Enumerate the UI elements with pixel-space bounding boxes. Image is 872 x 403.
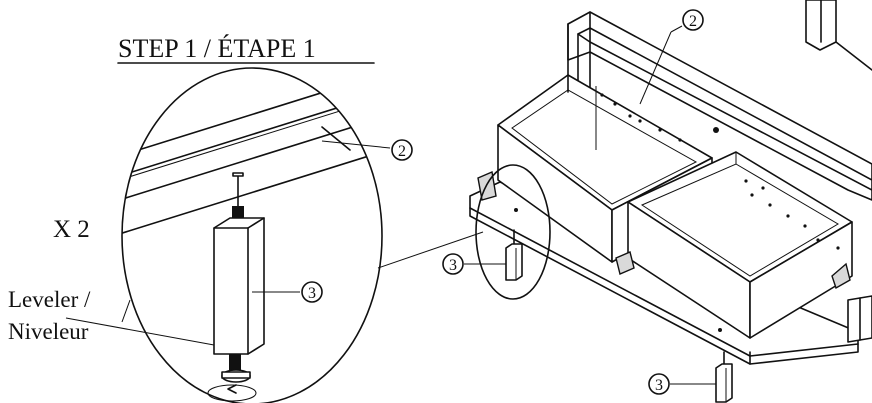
svg-text:3: 3 <box>449 257 457 274</box>
callout-leveler-front: 3 <box>648 373 670 395</box>
detail-connector <box>377 231 484 269</box>
callout-frame-rail: 2 <box>391 139 413 161</box>
quantity-label: X 2 <box>53 216 90 243</box>
detail-ellipse <box>121 67 383 403</box>
svg-text:3: 3 <box>655 377 663 394</box>
step-title: STEP 1 / ÉTAPE 1 <box>118 34 316 63</box>
callout-leveler-detail: 3 <box>301 281 323 303</box>
svg-text:2: 2 <box>689 13 697 30</box>
detail-view <box>65 67 391 403</box>
callout-leveler-small: 3 <box>442 253 464 275</box>
small-detail-ellipse <box>464 164 551 300</box>
svg-text:3: 3 <box>308 285 316 302</box>
leveler-label-line2: Niveleur <box>8 319 89 344</box>
leveler-label-line1: Leveler / <box>8 287 91 312</box>
svg-text:2: 2 <box>398 143 406 160</box>
main-assembly <box>469 0 872 403</box>
callout-frame-top: 2 <box>682 9 704 31</box>
